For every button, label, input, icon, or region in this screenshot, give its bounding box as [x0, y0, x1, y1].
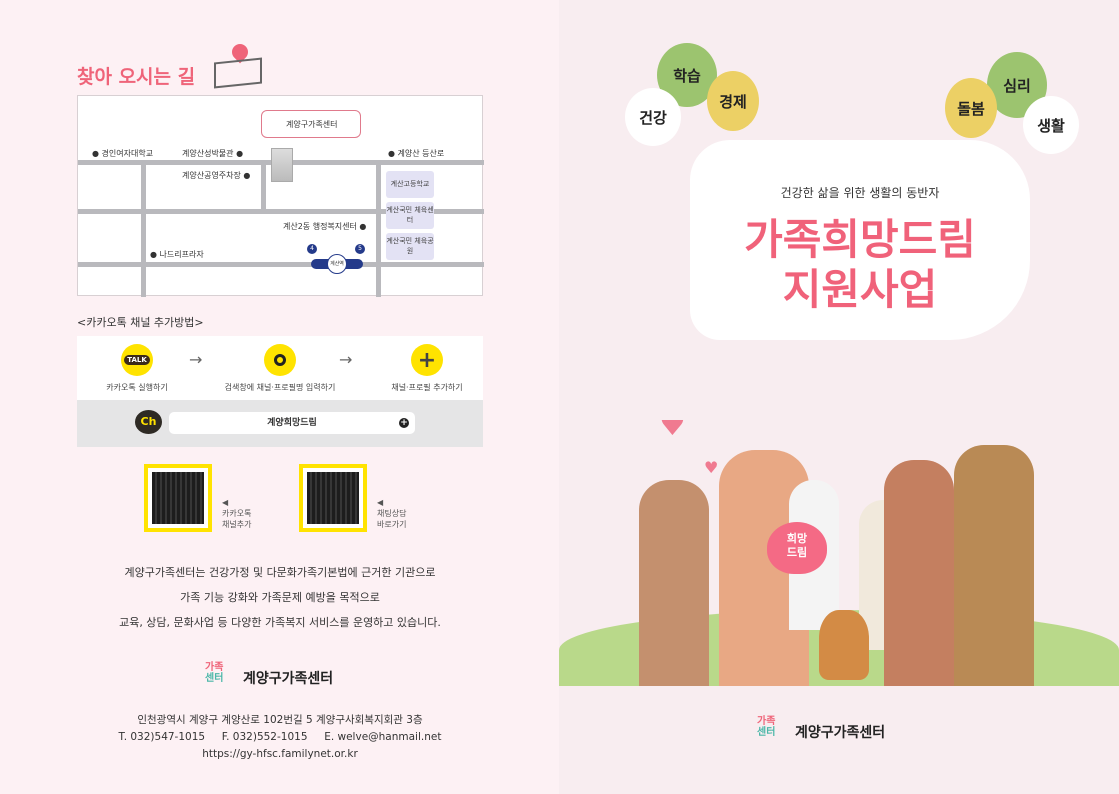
channel-search-bar: Ch 계양희망드림+	[77, 400, 483, 447]
center-callout: 계양구가족센터	[261, 110, 361, 138]
balloon: 건강	[625, 88, 681, 146]
balloon: 경제	[707, 71, 759, 131]
dog-icon	[819, 610, 869, 680]
heart-icon: ♥	[659, 420, 686, 443]
balloon: 생활	[1023, 96, 1079, 154]
add-circle-icon: +	[399, 418, 409, 428]
landmark: 계양산성박물관 ●	[182, 149, 244, 158]
location-map: 계양구가족센터 ● 경인여자대학교 계양산성박물관 ● ● 계양산 등산로 계양…	[77, 95, 484, 297]
step-label: 검색창에 채널·프로필명 입력하기	[224, 383, 336, 392]
exit-badge: 5	[355, 244, 365, 254]
map-box: 계산국민 체육공원	[386, 233, 434, 260]
step-label: 채널·프로필 추가하기	[391, 383, 463, 392]
channel-icon: Ch	[135, 410, 162, 434]
slogan: 건강한 삶을 위한 생활의 동반자	[780, 186, 940, 200]
heart-icon: ♥	[704, 458, 719, 477]
banner-flag	[690, 140, 1030, 340]
arrow-right-icon: →	[339, 350, 353, 369]
arrow-right-icon: →	[189, 350, 203, 369]
kakao-steps: TALK 카카오톡 실행하기 → 검색창에 채널·프로필명 입력하기 → + 채널·…	[77, 336, 483, 400]
landmark: ● 나드리프라자	[150, 250, 204, 259]
center-label: 계양구가족센터	[286, 119, 338, 129]
qr-code-kakao[interactable]	[144, 464, 212, 532]
landmark: ● 계양산 등산로	[388, 149, 445, 158]
contact-info: 인천광역시 계양구 계양산로 102번길 5 계양구사회복지회관 3층 T. 0…	[118, 714, 442, 760]
map-box: 계산고등학교	[386, 171, 434, 198]
map-box: 계산국민 체육센터	[386, 202, 434, 229]
directions-title: 찾아 오시는 길	[77, 66, 196, 88]
search-icon	[264, 344, 296, 376]
qr-code-chat[interactable]	[299, 464, 367, 532]
talk-icon: TALK	[121, 344, 153, 376]
exit-badge: 4	[307, 244, 317, 254]
station-label: 계산역	[327, 254, 347, 274]
plus-icon: +	[411, 344, 443, 376]
landmark: ● 경인여자대학교	[92, 149, 154, 158]
building-icon	[271, 148, 293, 182]
step-label: 카카오톡 실행하기	[106, 383, 168, 392]
landmark: 계산2동 행정복지센터 ●	[283, 222, 367, 231]
channel-search-input[interactable]: 계양희망드림+	[169, 412, 415, 434]
balloon: 돌봄	[945, 78, 997, 138]
landmark: 계양산공영주차장 ●	[182, 171, 251, 180]
kakao-heading: <카카오톡 채널 추가방법>	[77, 316, 204, 329]
folded-map-icon	[214, 57, 262, 89]
